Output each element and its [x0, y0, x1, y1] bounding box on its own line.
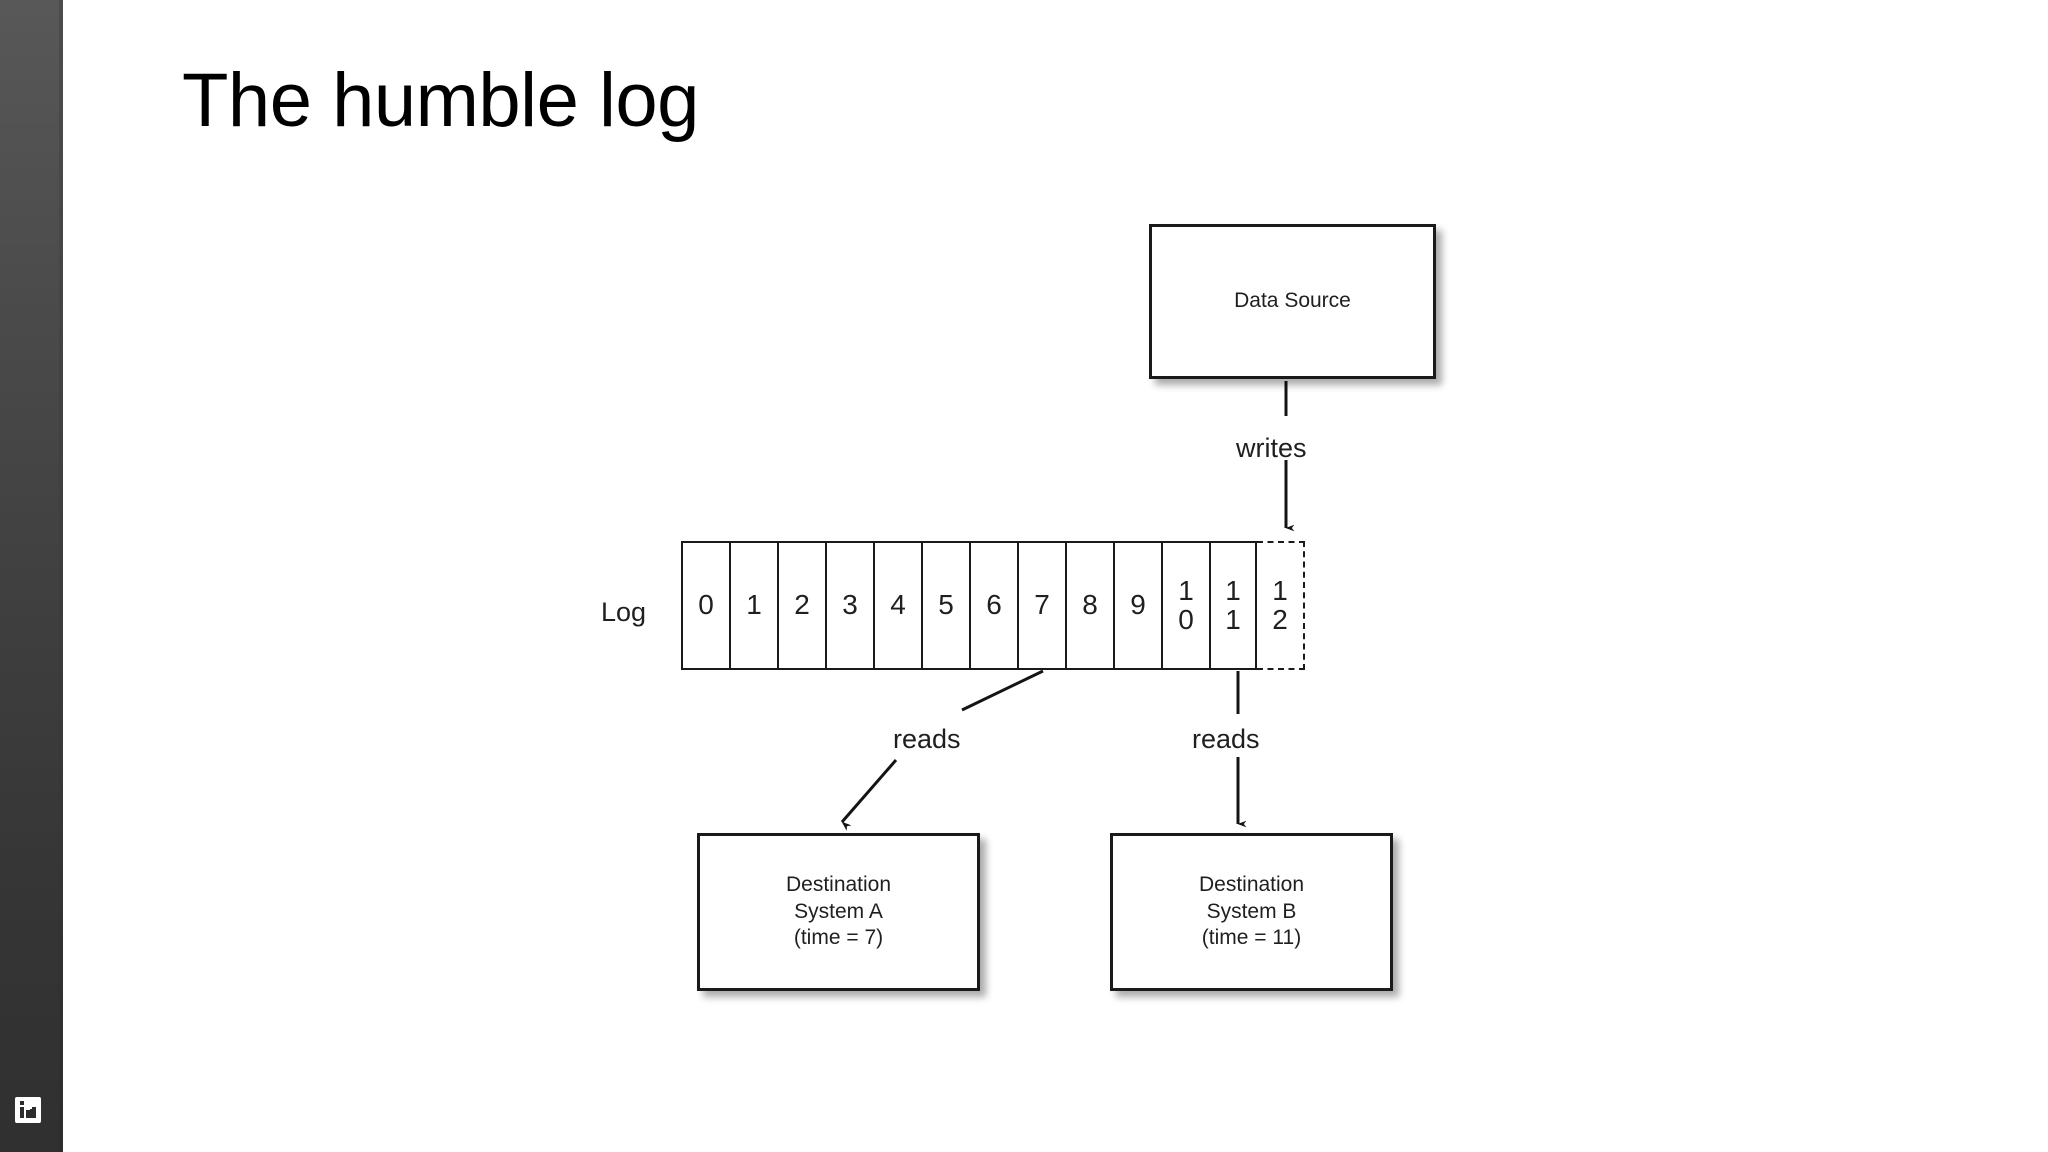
dest-a-line3: (time = 7) — [793, 926, 884, 950]
log-cell: 7 — [1017, 541, 1065, 670]
slide-title: The humble log — [182, 58, 699, 143]
log-cell: 8 — [1065, 541, 1113, 670]
node-destination-system-b[interactable]: Destination System B (time = 11) — [1110, 833, 1393, 991]
dest-a-line1: Destination — [785, 873, 892, 897]
log-cell: 3 — [825, 541, 873, 670]
dest-a-line2: System A — [794, 899, 883, 923]
node-data-source-label: Data Source — [1234, 289, 1351, 313]
dest-b-line1: Destination — [1198, 873, 1305, 897]
log-cell: 9 — [1113, 541, 1161, 670]
node-destination-b-text: Destination System B (time = 11) — [1199, 872, 1304, 952]
linkedin-logo-icon — [15, 1097, 41, 1123]
log-cell: 1 0 — [1161, 541, 1209, 670]
sidebar — [0, 0, 63, 1152]
log-cell: 4 — [873, 541, 921, 670]
edge-label-writes: writes — [1236, 433, 1307, 463]
node-data-source[interactable]: Data Source — [1149, 224, 1436, 379]
log-cell: 2 — [777, 541, 825, 670]
node-destination-system-a[interactable]: Destination System A (time = 7) — [697, 833, 980, 991]
linkedin-logo-n-notch — [26, 1107, 30, 1110]
linkedin-logo-n-gap — [30, 1107, 32, 1109]
log-cell: 0 — [681, 541, 729, 670]
dest-b-line2: System B — [1206, 899, 1297, 923]
log-cell-pending: 1 2 — [1257, 541, 1305, 670]
edge-reads-a-arrow — [840, 759, 898, 831]
dest-b-line3: (time = 11) — [1201, 926, 1302, 950]
edge-label-reads-a: reads — [893, 724, 961, 754]
log-label: Log — [601, 597, 647, 627]
log-cell: 5 — [921, 541, 969, 670]
sidebar-edge — [59, 0, 63, 1152]
edge-label-reads-b: reads — [1192, 724, 1260, 754]
node-destination-a-text: Destination System A (time = 7) — [786, 872, 891, 952]
log-cell: 6 — [969, 541, 1017, 670]
linkedin-logo-stem — [20, 1107, 24, 1118]
linkedin-logo-n — [26, 1107, 36, 1118]
log-cell: 1 1 — [1209, 541, 1257, 670]
log-cell: 1 — [729, 541, 777, 670]
linkedin-logo-dot — [20, 1101, 24, 1105]
edge-reads-a — [961, 669, 1044, 712]
